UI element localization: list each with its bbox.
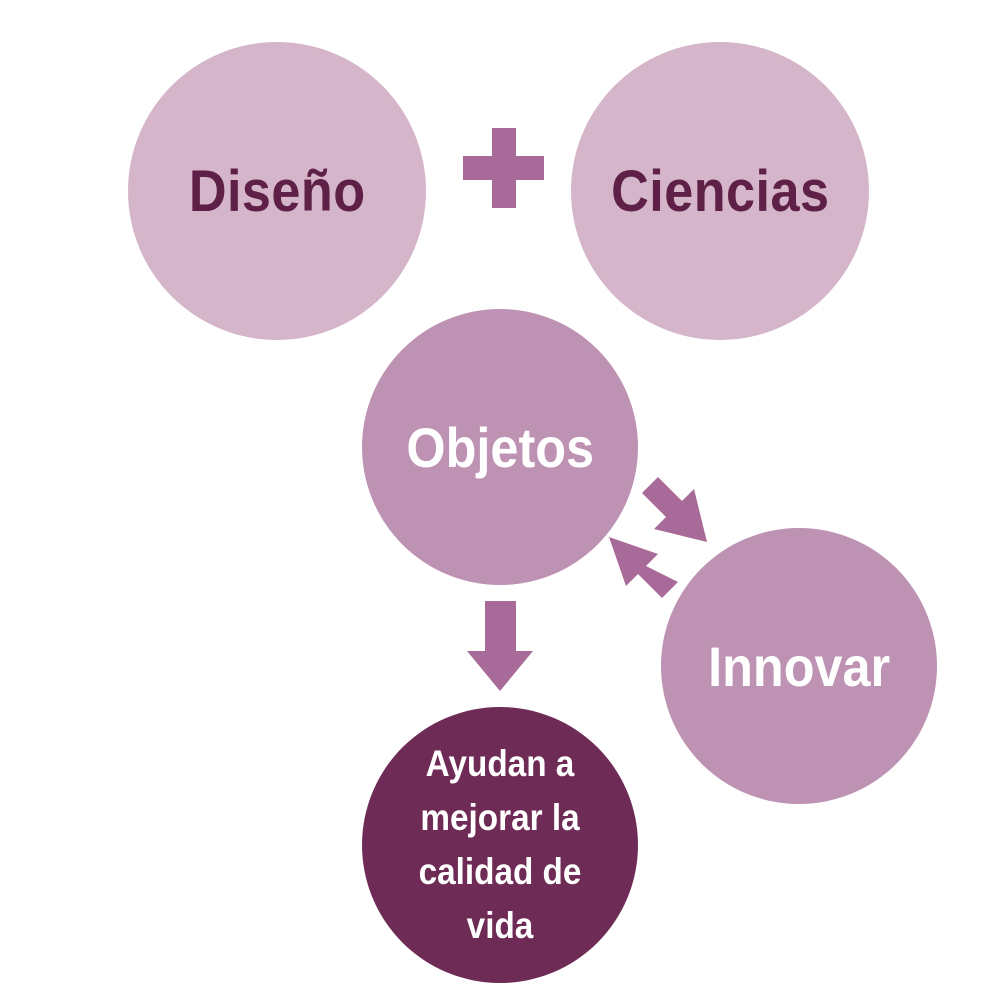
node-ayudan-label: Ayudan a mejorar la calidad de vida — [418, 743, 582, 946]
node-innovar-label: Innovar — [707, 634, 891, 698]
node-diseno-label: Diseño — [188, 158, 366, 224]
node-objetos: Objetos — [362, 309, 638, 585]
node-diseno: Diseño — [128, 42, 426, 340]
node-ayudan: Ayudan a mejorar la calidad de vida — [362, 707, 638, 983]
arrow-down-right-icon — [642, 477, 707, 542]
node-ciencias-label: Ciencias — [610, 158, 830, 224]
plus-icon — [463, 128, 544, 208]
node-objetos-label: Objetos — [406, 415, 594, 479]
node-innovar: Innovar — [661, 528, 937, 804]
arrow-up-left-icon — [609, 537, 678, 598]
arrow-down-icon — [467, 601, 533, 691]
node-ciencias: Ciencias — [571, 42, 869, 340]
